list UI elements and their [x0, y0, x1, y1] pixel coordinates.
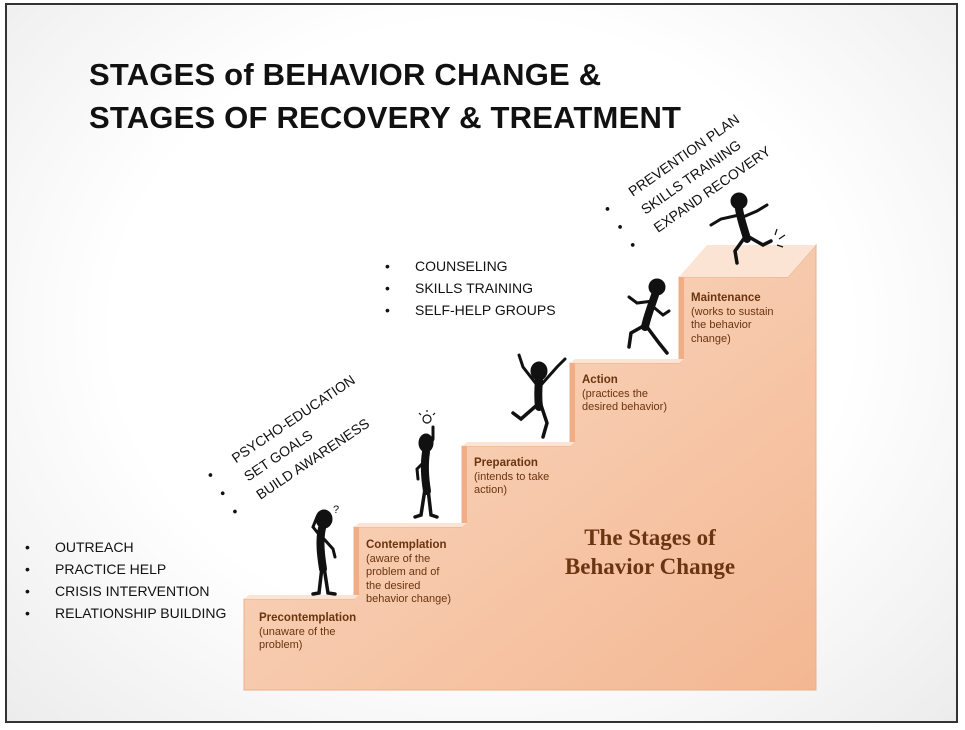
treatment-item: OUTREACH	[25, 536, 226, 558]
staircase	[243, 243, 817, 691]
treatment-item: COUNSELING	[385, 255, 556, 277]
treatment-item: CRISIS INTERVENTION	[25, 580, 226, 602]
stage-name: Precontemplation	[259, 612, 357, 624]
stage-contemplation: Contemplation (aware of the problem and …	[366, 539, 451, 607]
leaping-figure-icon	[709, 192, 786, 265]
stage-name: Preparation	[474, 457, 538, 469]
slide: STAGES of BEHAVIOR CHANGE & STAGES OF RE…	[5, 3, 958, 723]
diagram-caption: The Stages of Behavior Change	[525, 523, 775, 581]
slide-title-line-2: STAGES OF RECOVERY & TREATMENT	[89, 100, 682, 135]
treatment-item: PRACTICE HELP	[25, 558, 226, 580]
running-figure-icon	[627, 278, 671, 355]
stage-description: (aware of the problem and of the desired…	[366, 552, 452, 606]
stage-description: (works to sustain the behavior change)	[691, 305, 774, 345]
stage-name: Action	[582, 374, 618, 386]
slide-title-line-1: STAGES of BEHAVIOR CHANGE &	[89, 57, 602, 92]
stage-precontemplation: Precontemplation (unaware of the problem…	[259, 612, 356, 653]
thinking-figure-icon: ?	[311, 504, 339, 596]
stage-description: (practices the desired behavior)	[582, 387, 667, 414]
step-risers	[354, 277, 684, 599]
diagram-caption-line-1: The Stages of	[584, 525, 716, 550]
idea-figure-icon	[413, 410, 439, 519]
stage-maintenance: Maintenance (works to sustain the behavi…	[691, 292, 774, 346]
treatment-list-precontemplation: OUTREACH PRACTICE HELP CRISIS INTERVENTI…	[25, 536, 226, 624]
stage-description: (intends to take action)	[474, 470, 550, 497]
stage-preparation: Preparation (intends to take action)	[474, 457, 549, 498]
treatment-item: SELF-HELP GROUPS	[385, 299, 556, 321]
svg-text:?: ?	[333, 504, 339, 516]
stage-name: Maintenance	[691, 292, 761, 304]
treatment-item: SKILLS TRAINING	[385, 277, 556, 299]
stage-description: (unaware of the problem)	[259, 625, 336, 652]
treatment-item: RELATIONSHIP BUILDING	[25, 602, 226, 624]
diagram-caption-line-2: Behavior Change	[564, 554, 736, 579]
motion-lines	[774, 228, 786, 248]
treatment-list-preparation: COUNSELING SKILLS TRAINING SELF-HELP GRO…	[385, 255, 556, 321]
stage-action: Action (practices the desired behavior)	[582, 374, 667, 415]
stage-name: Contemplation	[366, 539, 447, 551]
cheering-figure-icon	[511, 353, 567, 439]
step-treads	[244, 245, 816, 599]
